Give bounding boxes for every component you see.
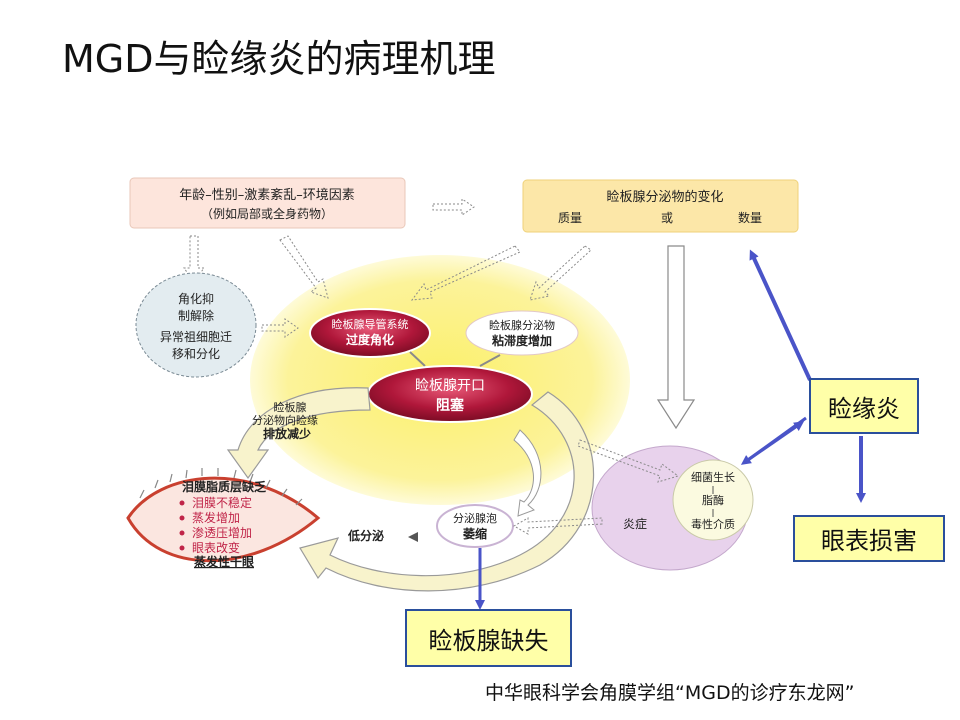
keratin-circle [135, 272, 257, 378]
excretion-line2: 分泌物向睑缘 [252, 413, 318, 427]
evaporative-dry-eye: 蒸发性干眼 [194, 554, 254, 569]
excretion-line1: 睑板腺 [274, 400, 307, 414]
eye-lipid-graphic [126, 468, 321, 563]
toxic: 毒性介质 [691, 517, 735, 531]
orifice-line1: 睑板腺开口 [415, 378, 485, 394]
factors-down-arrows [183, 235, 592, 301]
keratin-to-duct-arrow [261, 318, 299, 338]
blepharitis-to-quantity-arrow [749, 249, 812, 381]
inflammation-dashed-arrows [512, 439, 680, 535]
low-secretion-arrow [408, 532, 418, 542]
keratin-line3: 异常祖细胞迁 [160, 329, 232, 344]
secretion-quality: 质量 [558, 211, 582, 225]
secretion-change-title: 睑板腺分泌物的变化 [606, 189, 723, 205]
excretion-band [226, 387, 371, 480]
atrophy-line1: 分泌腺泡 [453, 511, 497, 525]
viscosity-line2: 粘滞度增加 [492, 333, 552, 348]
keratin-line2: 制解除 [178, 308, 214, 323]
duct-oval [309, 308, 431, 358]
secretion-quantity: 数量 [738, 210, 762, 225]
lipid-items: 泪膜不稳定 蒸发增加 渗透压增加 眼表改变 [179, 495, 252, 555]
secretion-down-arrow [656, 245, 696, 430]
viscosity-line1: 睑板腺分泌物 [489, 318, 555, 332]
lipase: 脂酶 [702, 493, 724, 507]
blepharitis-callout: 睑缘炎 [809, 378, 919, 434]
lipid-item: 眼表改变 [192, 540, 240, 555]
duct-line2: 过度角化 [346, 332, 394, 347]
inner-curve-arrow [513, 429, 542, 517]
source-citation: 中华眼科学会角膜学组“MGD的诊疗东龙网” [485, 682, 855, 704]
viscosity-to-orifice-arrow [479, 354, 501, 367]
bacteria-inner-region [672, 459, 754, 541]
factors-line1: 年龄–性别–激素紊乱–环境因素 [179, 187, 355, 203]
bacteria: 细菌生长 [691, 470, 735, 484]
duct-line1: 睑板腺导管系统 [332, 317, 409, 331]
blepharitis-from-bacteria-arrow [744, 421, 805, 464]
gland-loss-callout: 睑板腺缺失 [405, 609, 572, 667]
atrophy-line2: 萎缩 [463, 526, 487, 541]
lipid-item: 蒸发增加 [192, 510, 240, 525]
lipid-item: 泪膜不稳定 [192, 495, 252, 510]
factors-to-secretion-arrow [432, 198, 475, 216]
factors-box [129, 177, 406, 229]
low-secretion: 低分泌 [347, 528, 384, 543]
inflammation: 炎症 [623, 516, 647, 531]
keratin-line4: 移和分化 [172, 347, 220, 361]
lipid-item: 渗透压增加 [192, 525, 252, 540]
page-title: MGD与睑缘炎的病理机理 [62, 37, 496, 81]
secretion-change-box [522, 179, 799, 233]
excretion-line3: 排放减少 [263, 426, 311, 441]
ocular-surface-callout: 眼表损害 [793, 515, 945, 562]
duct-to-orifice-arrow [409, 351, 426, 367]
orifice-line2: 阻塞 [436, 397, 465, 414]
viscosity-oval [465, 310, 579, 356]
keratin-line1: 角化抑 [178, 291, 214, 306]
cycle-band [299, 391, 595, 592]
secretion-or: 或 [661, 211, 673, 225]
lipid-title: 泪膜脂质层缺乏 [182, 479, 266, 494]
factors-line2: （例如局部或全身药物） [201, 206, 333, 221]
